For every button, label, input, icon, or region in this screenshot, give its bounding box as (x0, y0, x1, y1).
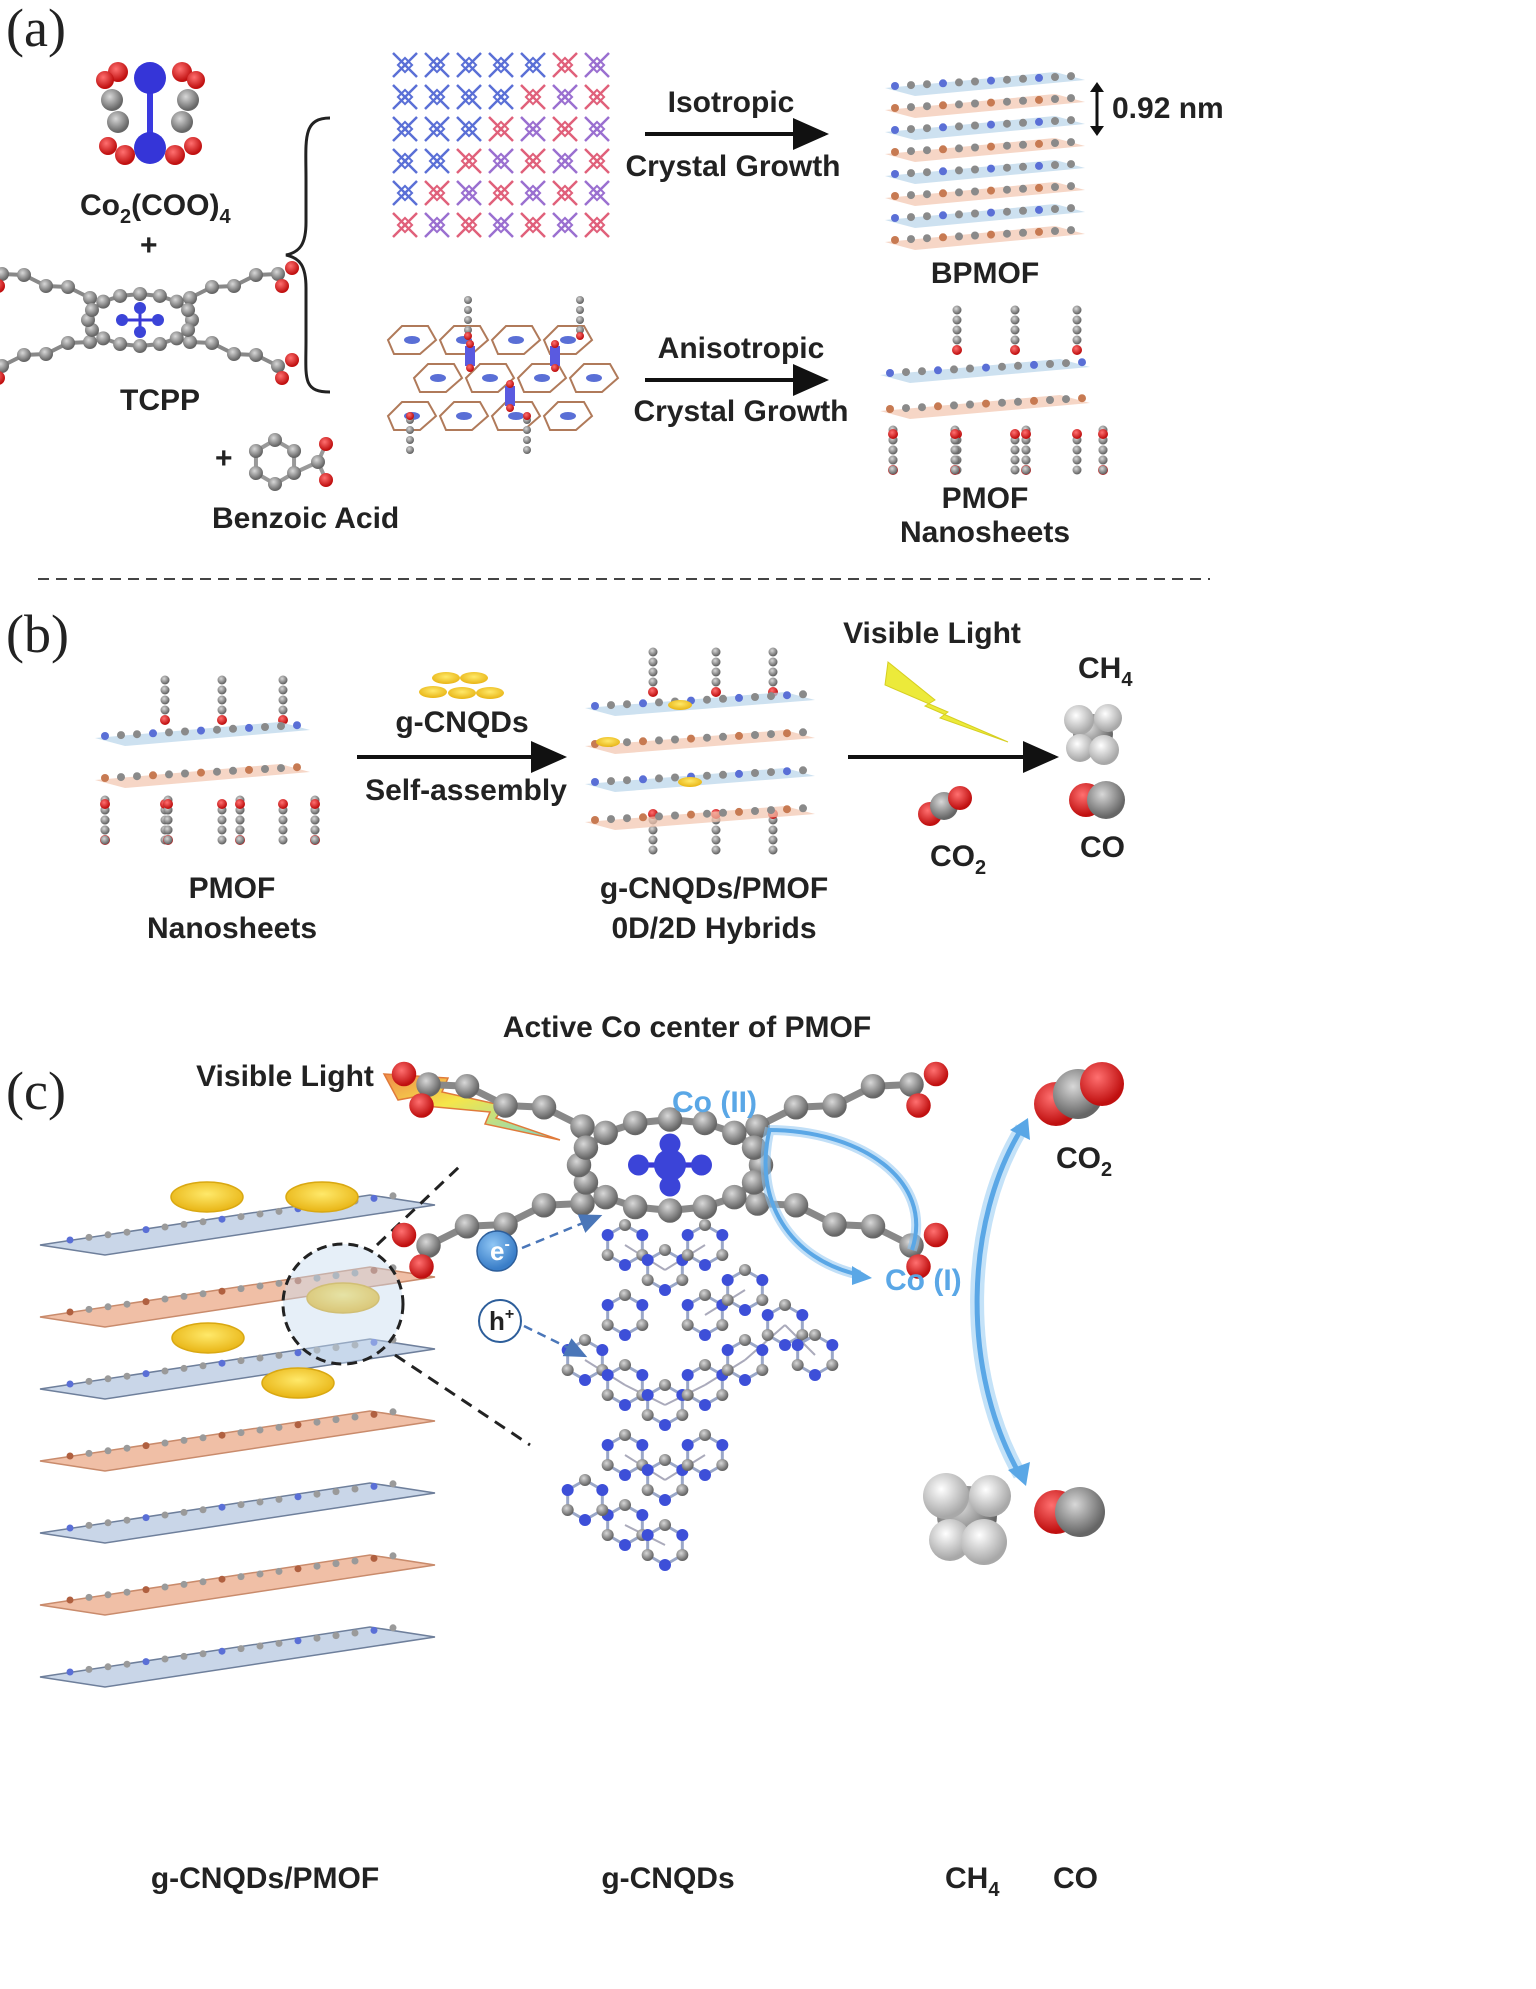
c-co2-label: CO2 (1056, 1142, 1112, 1181)
modulator-label: Benzoic Acid (212, 502, 399, 535)
c-ch4-label: CH4 (945, 1862, 1000, 1901)
bpmof-label: BPMOF (931, 257, 1039, 290)
lightning-bolt-icon (884, 661, 1009, 743)
b-arrow-bottom-label: Self-assembly (365, 774, 567, 807)
pmof-nanosheet-b-icon (95, 675, 320, 845)
zoom-line-bottom (394, 1353, 531, 1447)
b-middle-label-2: 0D/2D Hybrids (611, 912, 816, 945)
paddlewheel-cluster-icon (96, 62, 205, 165)
hole-arrow (523, 1324, 588, 1358)
b-light-label: Visible Light (843, 617, 1021, 650)
bpmof-stack-icon (885, 72, 1085, 250)
co-porphyrin-icon (391, 1061, 949, 1279)
hybrid-stack-icon (585, 647, 815, 855)
b-arrow-top-label: g-CNQDs (395, 706, 528, 739)
hole-icon: h+ (478, 1299, 522, 1343)
pmof-label-1: PMOF (942, 482, 1029, 515)
co-molecule-icon (1069, 781, 1125, 819)
c-title: Active Co center of PMOF (503, 1011, 871, 1044)
svg-text:h+: h+ (489, 1306, 514, 1336)
linker-label: TCPP (120, 384, 200, 417)
co2-molecule-icon (918, 786, 972, 826)
c-co-molecule-icon (1034, 1487, 1105, 1537)
b-left-label-1: PMOF (189, 872, 276, 905)
plus-sign-1: + (140, 229, 158, 262)
hybrid-stack-large-icon (39, 1181, 436, 1688)
benzoic-acid-icon (248, 433, 333, 491)
framework-anisotropic (386, 296, 620, 454)
c-co-label: CO (1053, 1862, 1098, 1895)
panel-label-a: (a) (6, 0, 66, 58)
c-qd-label: g-CNQDs (601, 1862, 734, 1895)
b-product2-label: CO (1080, 831, 1125, 864)
c-light-label: Visible Light (196, 1060, 374, 1093)
svg-text:e-: e- (490, 1236, 510, 1266)
brace-icon (285, 116, 331, 394)
pmof-label-2: Nanosheets (900, 516, 1070, 549)
zoom-circle (281, 1242, 405, 1366)
electron-icon: e- (476, 1230, 518, 1272)
pmof-nanosheet-icon (880, 305, 1108, 475)
panel-label-c: (c) (6, 1061, 66, 1121)
quantum-dots-icon (419, 672, 504, 699)
ch4-molecule-icon (1064, 704, 1122, 765)
b-left-label-2: Nanosheets (147, 912, 317, 945)
b-middle-label-1: g-CNQDs/PMOF (600, 872, 828, 905)
cluster-formula: Co2(COO)4 (80, 189, 231, 228)
arrow-top-label-2: Crystal Growth (625, 150, 840, 183)
b-product1-label: CH4 (1078, 652, 1133, 691)
c-ch4-molecule-icon (923, 1473, 1011, 1565)
arrow-bottom-label-2: Crystal Growth (633, 395, 848, 428)
c-left-label: g-CNQDs/PMOF (151, 1862, 379, 1895)
spacing-label: 0.92 nm (1112, 92, 1224, 125)
tcpp-molecule-icon (0, 261, 299, 385)
plus-sign-2: + (215, 442, 233, 475)
framework-grid-isotropic (392, 52, 610, 238)
arrow-top-label-1: Isotropic (668, 86, 795, 119)
arrow-bottom-label-1: Anisotropic (658, 332, 825, 365)
co-ii-label: Co (II) (672, 1086, 757, 1119)
c-co2-molecule-icon (1034, 1062, 1124, 1126)
electron-arrow (521, 1214, 603, 1250)
panel-label-b: (b) (6, 604, 69, 664)
g-cnqd-network-icon (561, 1219, 839, 1571)
b-reactant-label: CO2 (930, 840, 986, 879)
co-i-label: Co (I) (885, 1264, 962, 1297)
